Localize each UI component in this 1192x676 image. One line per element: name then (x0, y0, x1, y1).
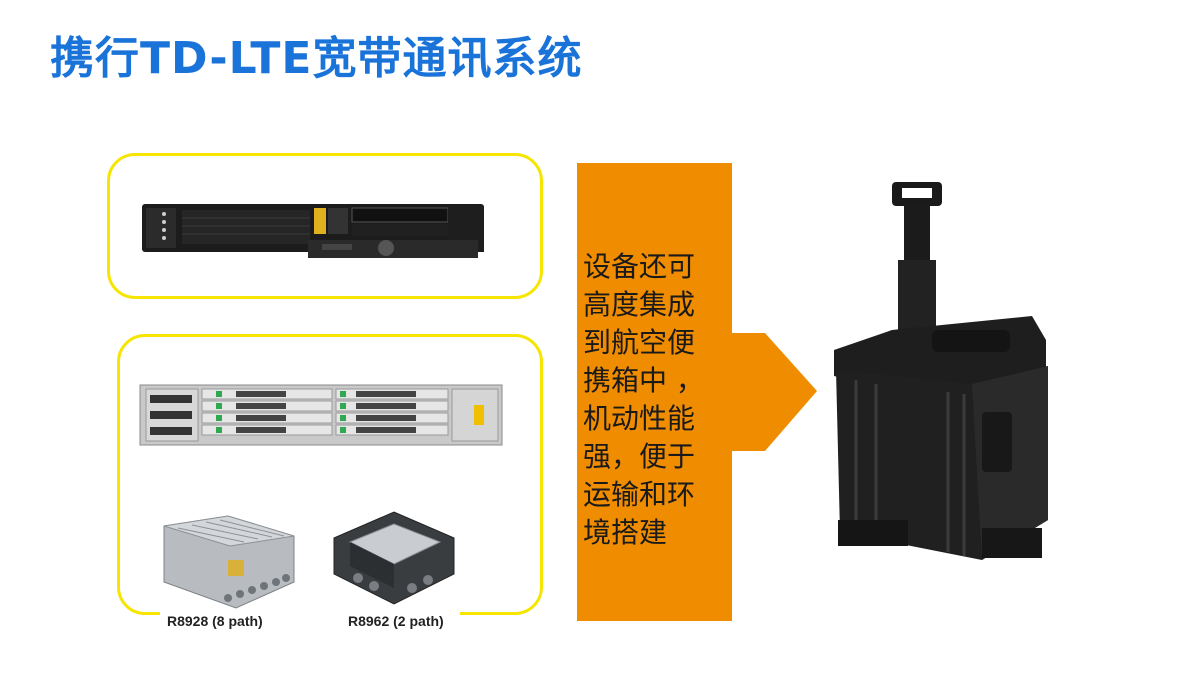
callout-text: 设备还可 高度集成 到航空便 携箱中 ， 机动性能 强，便于 运输和环 境搭建 (583, 248, 733, 552)
callout-line: 设备还可 (583, 250, 696, 283)
page-title: 携行TD-LTE宽带通讯系统 (50, 33, 583, 84)
rru-2path-icon (333, 511, 455, 605)
rru-8path-icon (163, 515, 295, 609)
callout-line: 高度集成 (583, 288, 696, 321)
rru-8path-label: R8928 (8 path) (167, 613, 263, 629)
label-gap (160, 608, 460, 618)
rru-2path-label: R8962 (2 path) (348, 613, 444, 629)
callout-line: 机动性能 (583, 402, 696, 435)
bbu-chassis-icon (139, 384, 503, 446)
callout-line: 境搭建 (583, 516, 668, 549)
callout-line: 携箱中 ， (583, 364, 704, 397)
callout-line: 到航空便 (583, 326, 696, 359)
callout-line: 强，便于 (583, 440, 696, 473)
transport-case-icon (834, 182, 1048, 560)
rack-server-icon (142, 204, 484, 258)
callout-line: 运输和环 (583, 478, 696, 511)
callout-arrow (577, 163, 817, 621)
